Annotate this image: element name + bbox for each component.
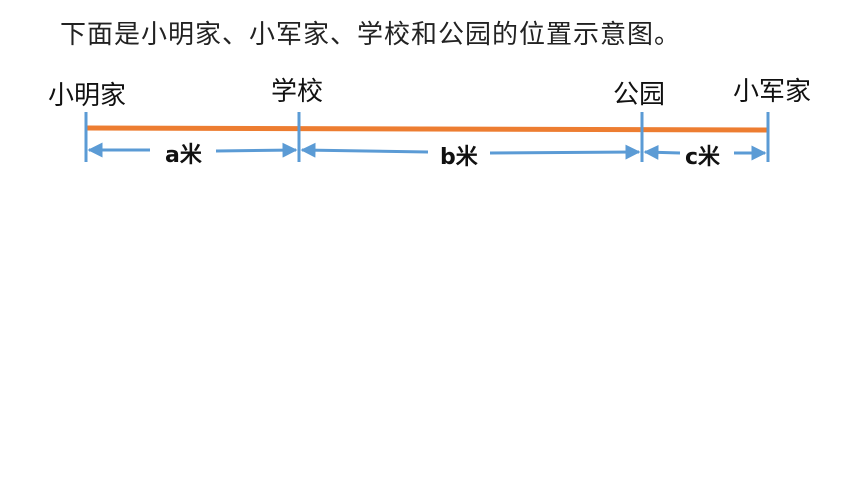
segment-b-label: b米 [440, 145, 479, 170]
arrow-a-right [215, 142, 298, 158]
road-line [85, 125, 769, 133]
segment-a-label: a米 [165, 143, 203, 168]
problem-title: 下面是小明家、小军家、学校和公园的位置示意图。 [60, 20, 682, 50]
arrow-b-left [300, 142, 429, 158]
label-xiaoming-home: 小明家 [48, 81, 126, 111]
label-school: 学校 [271, 77, 323, 107]
arrow-c-left [643, 144, 681, 160]
segment-c-label: c米 [685, 145, 721, 170]
label-xiaojun-home: 小军家 [733, 77, 811, 107]
arrow-b-right [489, 144, 641, 160]
label-park: 公园 [613, 80, 665, 110]
